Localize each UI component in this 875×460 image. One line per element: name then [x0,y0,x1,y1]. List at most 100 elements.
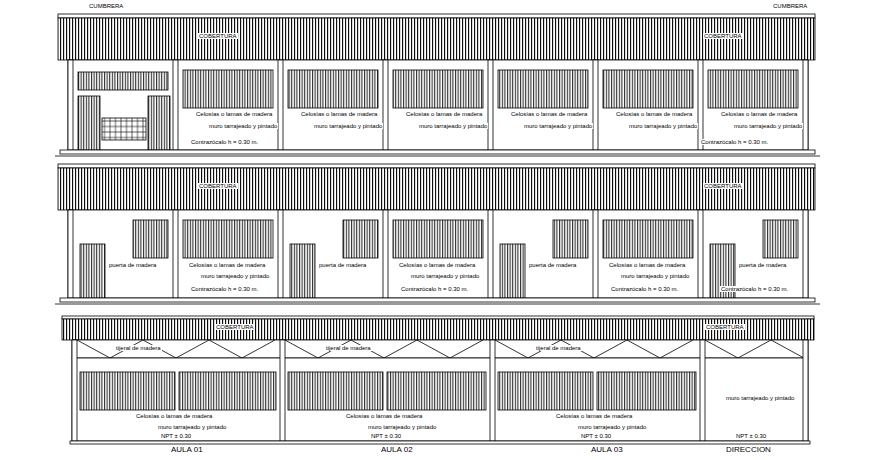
column [488,210,493,298]
note-label: CUMBRERA [88,3,124,9]
note-label: COBERTURA [703,33,743,39]
note-label: muro tarrajeado y pintado [620,273,690,279]
note-label: tijeral de madera [115,345,162,351]
note-label: CUMBRERA [772,3,808,9]
column [68,210,73,298]
wall [68,60,808,150]
louvre-window [553,220,588,258]
louvre-window [183,70,273,108]
louvre-window [288,70,378,108]
note-label: Celosías o lamas de madera [555,413,633,419]
column [700,340,705,441]
note-label: muro tarrajeado y pintado [523,123,593,129]
plinth [60,298,815,302]
note-label: muro tarrajeado y pintado [208,123,278,129]
column [803,60,808,150]
column [173,210,178,298]
column [68,60,73,150]
column [593,60,598,150]
column [280,340,285,441]
note-label: muro tarrajeado y pintado [410,273,480,279]
column [803,210,808,298]
column [278,210,283,298]
note-label: Celosías o lamas de madera [405,111,483,117]
note-label: tijeral de madera [325,345,372,351]
note-label: Celosías o lamas de madera [195,111,273,117]
louvre-window [498,372,593,410]
roof-sheet [58,168,815,210]
louvre-window [183,220,273,258]
louvre-window [708,70,798,108]
louvre-window [763,220,798,258]
louvre-window [597,372,696,410]
door [500,244,525,298]
room-name: AULA 03 [590,446,624,454]
note-label: muro tarrajeado y pintado [733,123,803,129]
room-name: DIRECCION [725,446,772,454]
column [278,60,283,150]
column [593,210,598,298]
level-label: NPT ± 0.30 [580,433,612,439]
truss [285,340,483,358]
door [148,96,170,150]
louvre-window [133,220,168,258]
door [78,96,100,150]
note-label: muro tarrajeado y pintado [157,424,227,430]
note-label: Celosías o lamas de madera [135,413,213,419]
note-label: Contrazócalo h = 0.30 m. [190,139,259,145]
louvre-window [603,220,693,258]
note-label: Celosías o lamas de madera [720,111,798,117]
column [803,340,808,441]
elevation-three [62,316,814,444]
column [383,210,388,298]
note-label: Celosías o lamas de madera [510,111,588,117]
column [173,60,178,150]
column [698,60,703,150]
note-label: COBERTURA [705,324,745,330]
column [72,340,77,441]
louvre-window [393,220,483,258]
louvre-window [288,372,383,410]
roof-sheet [58,18,815,60]
ridge-cap [58,164,815,168]
note-label: muro tarrajeado y pintado [418,123,488,129]
louvre-window [393,70,483,108]
note-label: muro tarrajeado y pintado [628,123,698,129]
note-label: Celosías o lamas de madera [188,262,266,268]
level-label: NPT ± 0.30 [370,433,402,439]
wall [72,358,808,441]
note-label: muro tarrajeado y pintado [725,395,795,401]
roof-sheet [62,319,814,340]
door [80,244,105,298]
note-label: Contrazócalo h = 0.30 m. [610,286,679,292]
note-label: Celosías o lamas de madera [345,413,423,419]
louvre-window [78,72,168,90]
note-label: Celosías o lamas de madera [398,262,476,268]
louvre-window [343,220,378,258]
note-label: puerta de madera [318,262,367,268]
door [290,244,315,298]
note-label: Celosías o lamas de madera [608,262,686,268]
note-label: muro tarrajeado y pintado [367,424,437,430]
truss [705,340,804,358]
room-name: AULA 02 [380,446,414,454]
louvre-window [603,70,693,108]
note-label: puerta de madera [528,262,577,268]
ridge-cap [62,316,814,319]
note-label: Contrazócalo h = 0.30 m. [700,139,769,145]
note-label: Contrazócalo h = 0.30 m. [400,286,469,292]
louvre-window [498,70,588,108]
note-label: Contrazócalo h = 0.30 m. [190,286,259,292]
note-label: Celosías o lamas de madera [615,111,693,117]
louvre-window [387,372,486,410]
truss [77,340,275,358]
column [488,60,493,150]
ground-line [55,304,820,305]
note-label: muro tarrajeado y pintado [200,273,270,279]
plinth [60,150,815,154]
note-label: COBERTURA [215,324,255,330]
note-label: Celosías o lamas de madera [300,111,378,117]
column [383,60,388,150]
